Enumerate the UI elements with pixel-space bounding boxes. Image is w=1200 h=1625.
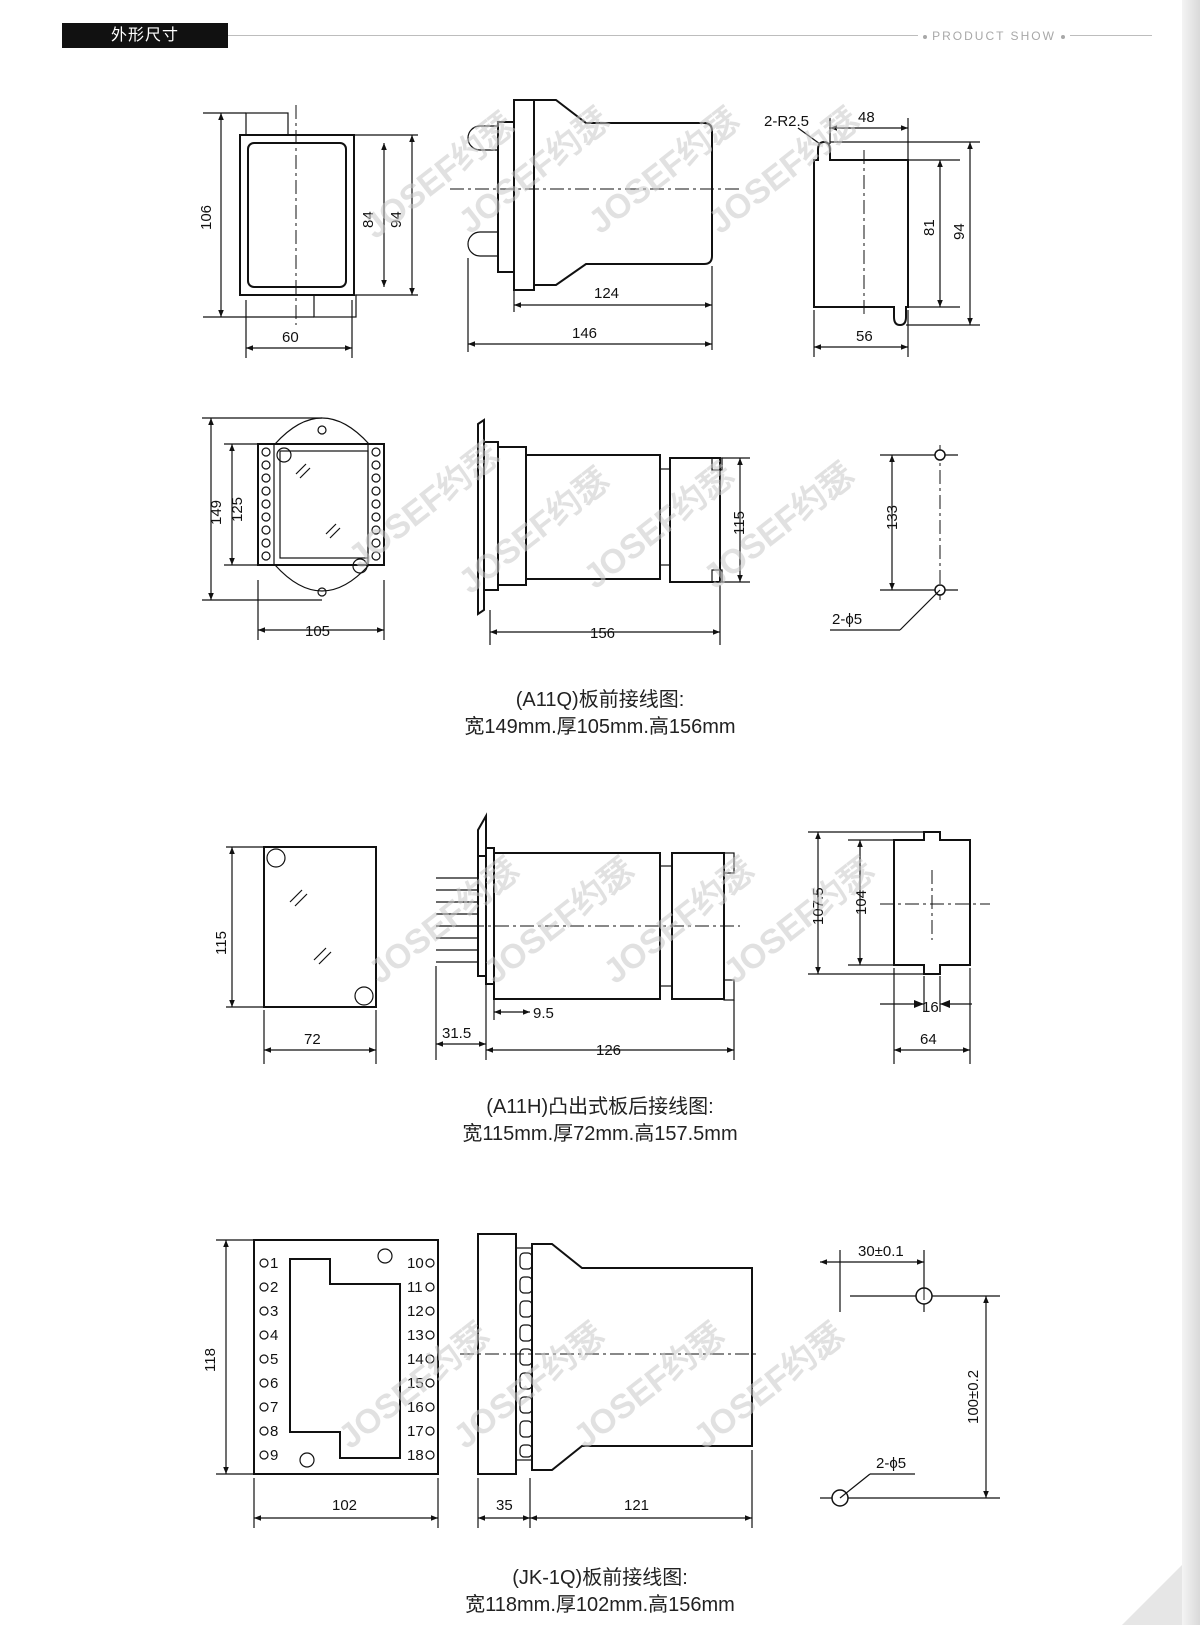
dim-label: 31.5: [442, 1025, 471, 1042]
dim-label: 64: [920, 1031, 937, 1048]
caption-size: 宽115mm.厚72mm.高157.5mm: [462, 1123, 738, 1145]
dim-label: 72: [304, 1031, 321, 1048]
dim-label: 2-ϕ5: [832, 611, 862, 628]
jk1q-caption: (JK-1Q)板前接线图: 宽118mm.厚102mm.高156mm: [300, 1565, 900, 1619]
a11q-front-view: 106 84 94 60: [198, 105, 418, 358]
dim-label: 115: [731, 511, 748, 535]
dim-label: 107.5: [810, 887, 827, 925]
dim-label: 133: [884, 505, 901, 530]
dim-label: 16: [922, 999, 939, 1016]
dim-label: 100±0.2: [965, 1370, 982, 1424]
dim-label: 94: [388, 211, 405, 228]
dim-label: 2-ϕ5: [876, 1455, 906, 1472]
dim-label: 60: [282, 329, 299, 346]
a11q-side-view-2: 115 156: [477, 418, 750, 645]
dim-label: 2-R2.5: [764, 113, 809, 130]
a11h-right-view: 107.5 104 16 64: [808, 831, 990, 1064]
caption-model: (JK-1Q)板前接线图:: [512, 1567, 688, 1589]
jk1q-panel-cutout: 30±0.1 100±0.2 2-ϕ5: [820, 1243, 1000, 1507]
product-show-text: PRODUCT SHOW: [932, 29, 1056, 43]
terminal-column-left: [261, 447, 271, 561]
terminal-label: 17: [407, 1423, 424, 1440]
page-curl-corner: [1122, 1565, 1182, 1625]
a11h-front-view: 115 72: [213, 846, 377, 1064]
terminal-label: 6: [270, 1375, 278, 1392]
terminal-label: 5: [270, 1351, 278, 1368]
dim-label: 106: [198, 205, 215, 230]
a11h-side-view: 31.5 9.5 126: [435, 812, 740, 1060]
dim-label: 9.5: [533, 1005, 554, 1022]
dim-label: 126: [596, 1042, 621, 1059]
jk1q-side-view: 35 121: [460, 1233, 760, 1528]
terminal-label: 10: [407, 1255, 424, 1272]
a11q-caption: (A11Q)板前接线图: 宽149mm.厚105mm.高156mm: [300, 687, 900, 741]
dim-label: 121: [624, 1497, 649, 1514]
terminal-label: 9: [270, 1447, 278, 1464]
terminal-screws: [519, 1252, 533, 1458]
dim-label: 84: [360, 211, 377, 228]
terminal-label: 8: [270, 1423, 278, 1440]
terminal-label: 18: [407, 1447, 424, 1464]
dim-label: 146: [572, 325, 597, 342]
terminal-label: 3: [270, 1303, 278, 1320]
caption-model: (A11H)凸出式板后接线图:: [486, 1096, 714, 1118]
dim-label: 81: [921, 219, 938, 236]
a11q-back-view: 149 125 105: [202, 417, 385, 640]
dim-label: 94: [951, 223, 968, 240]
dim-label: 48: [858, 109, 875, 126]
dot-icon: [1060, 34, 1065, 39]
terminal-label: 4: [270, 1327, 278, 1344]
header-divider-right: [1070, 35, 1152, 36]
page-edge-shadow: [1182, 0, 1200, 1625]
product-show-label: PRODUCT SHOW: [918, 27, 1070, 45]
a11q-side-view: 124 146: [450, 99, 740, 352]
terminal-label: 1: [270, 1255, 278, 1272]
dim-label: 115: [213, 931, 230, 955]
dim-label: 149: [208, 500, 225, 525]
caption-size: 宽118mm.厚102mm.高156mm: [465, 1594, 735, 1616]
terminal-label: 15: [407, 1375, 424, 1392]
terminal-pins: [436, 877, 478, 963]
dim-label: 35: [496, 1497, 513, 1514]
caption-size: 宽149mm.厚105mm.高156mm: [464, 716, 736, 738]
terminal-column-right: [371, 447, 381, 561]
terminal-label: 11: [407, 1279, 423, 1296]
dim-label: 105: [305, 623, 330, 640]
dim-label: 56: [856, 328, 873, 345]
dim-label: 104: [853, 890, 870, 915]
dim-label: 125: [229, 497, 246, 522]
terminal-label: 2: [270, 1279, 278, 1296]
dim-label: 124: [594, 285, 619, 302]
terminal-labels-right: 10 11 12 13 14 15 16 17 18: [407, 1255, 435, 1464]
terminal-label: 16: [407, 1399, 424, 1416]
dim-label: 118: [202, 1348, 219, 1372]
terminal-label: 12: [407, 1303, 424, 1320]
dim-label: 156: [590, 625, 615, 642]
dot-icon: [923, 34, 928, 39]
terminal-label: 13: [407, 1327, 424, 1344]
terminal-label: 14: [407, 1351, 424, 1368]
jk1q-front-view: 1 2 3 4 5 6 7 8 9 10 11 12 13 14 15 16 1…: [202, 1239, 439, 1528]
dim-label: 102: [332, 1497, 357, 1514]
a11q-panel-cutout: 133 2-ϕ5: [830, 445, 958, 631]
caption-model: (A11Q)板前接线图:: [515, 689, 685, 711]
terminal-labels-left: 1 2 3 4 5 6 7 8 9: [259, 1255, 278, 1464]
terminal-label: 7: [270, 1399, 278, 1416]
section-title-tab: 外形尺寸: [62, 23, 228, 48]
header-divider: [228, 35, 918, 36]
a11h-caption: (A11H)凸出式板后接线图: 宽115mm.厚72mm.高157.5mm: [300, 1094, 900, 1148]
a11q-right-view: 2-R2.5 48 81 94 56: [764, 109, 980, 357]
dim-label: 30±0.1: [858, 1243, 904, 1260]
